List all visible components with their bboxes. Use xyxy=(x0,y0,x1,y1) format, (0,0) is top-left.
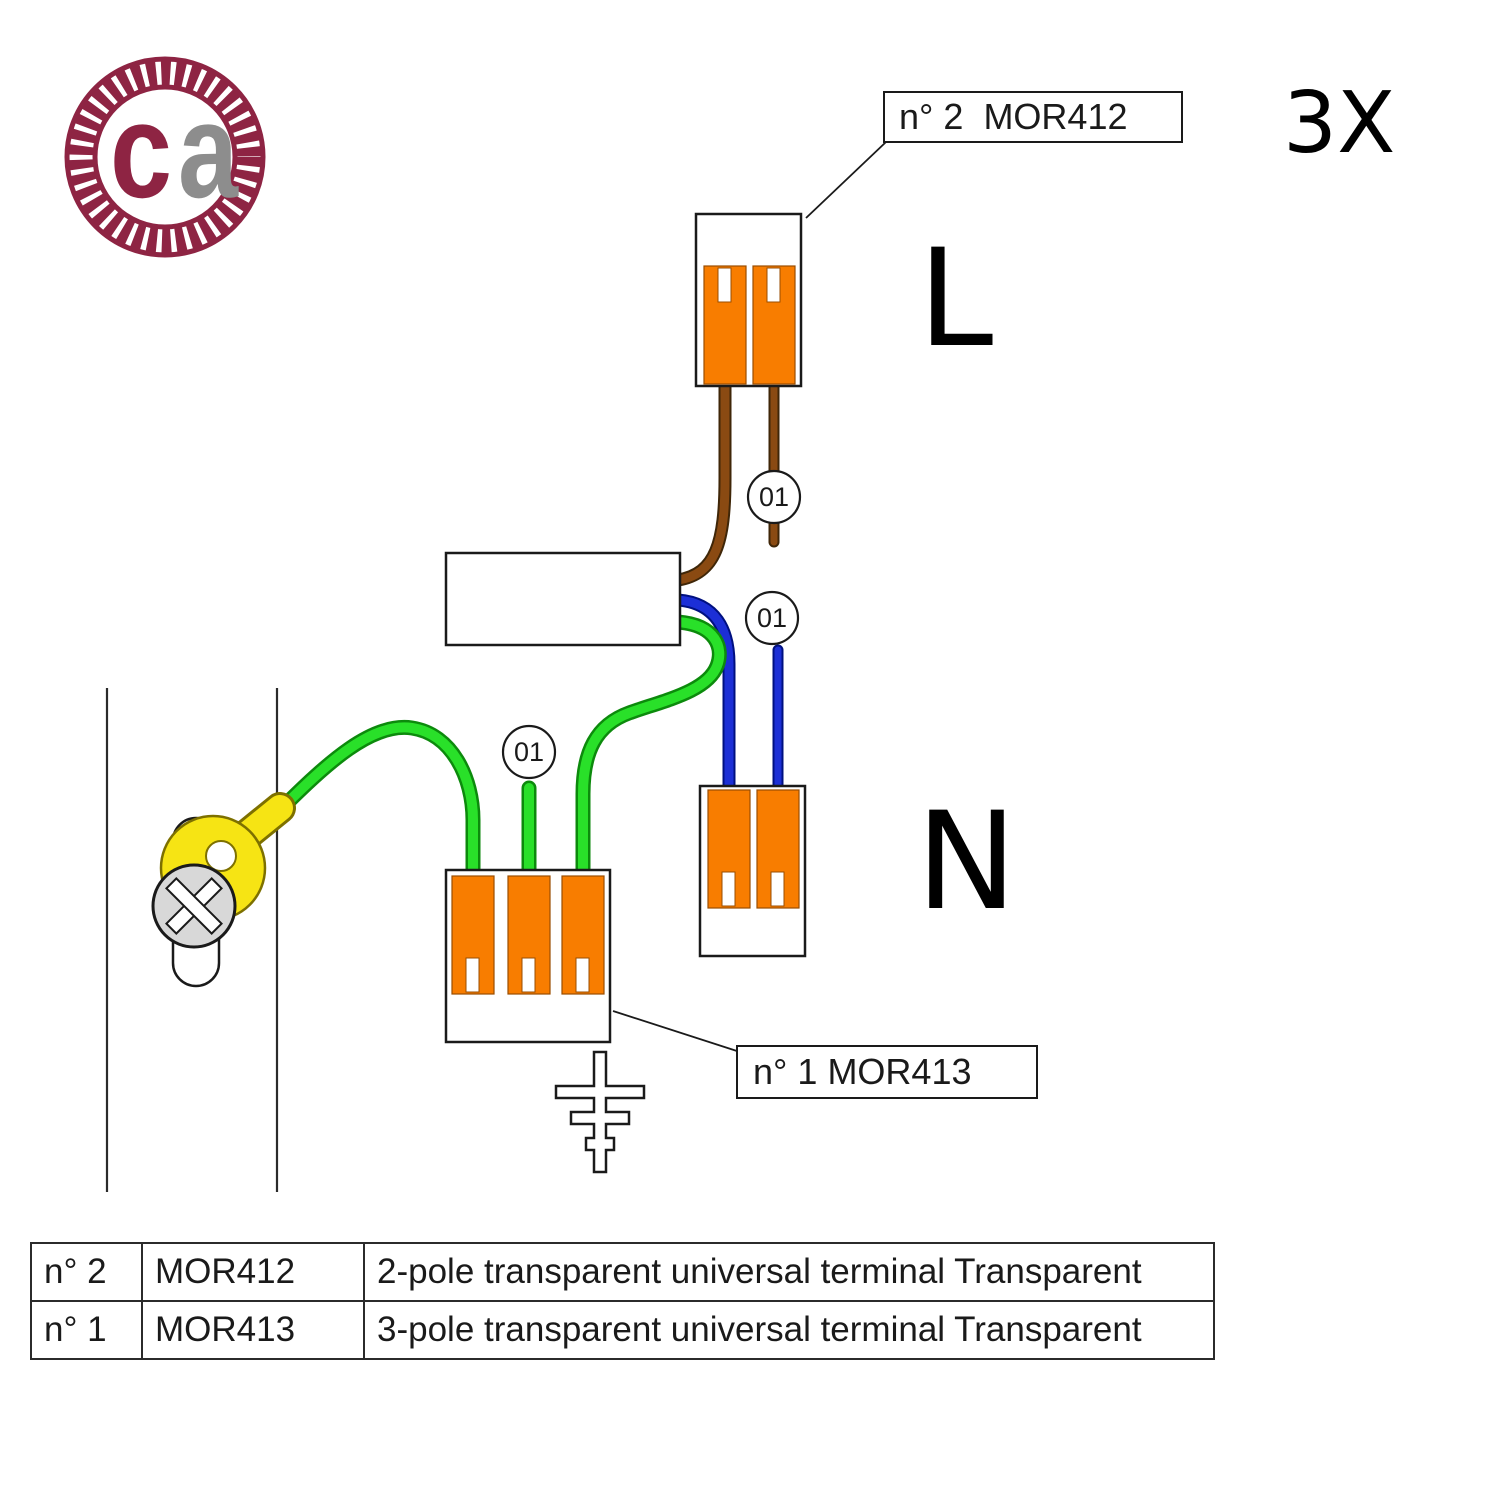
wire-tag-neutral: 01 xyxy=(744,590,800,646)
logo-rope-ring xyxy=(69,61,261,253)
wire-tag-neutral-circle xyxy=(744,590,800,646)
top-label-text: n° 2 MOR412 xyxy=(899,96,1128,137)
wire-tag-ground: 01 xyxy=(501,724,557,780)
multiplier-text: 3X xyxy=(1283,74,1395,173)
part-qty: n° 1 xyxy=(30,1300,143,1360)
junction-box xyxy=(444,551,682,647)
bottom-label-leader xyxy=(612,1010,741,1053)
wire-tag-ground-text: 01 xyxy=(514,737,544,767)
bottom-label-text: n° 1 MOR413 xyxy=(753,1051,972,1092)
earth-symbol-icon xyxy=(554,1050,646,1174)
bottom-label: n° 1 MOR413 xyxy=(736,1045,1038,1099)
part-description: 3-pole transparent universal terminal Tr… xyxy=(363,1300,1215,1360)
wire-ground-from-box xyxy=(575,614,727,884)
logo-outer-ring xyxy=(64,56,266,258)
terminal-n-slot-2 xyxy=(770,871,785,907)
wire-neutral-main-core xyxy=(673,595,734,797)
terminal-ground xyxy=(444,868,612,1044)
part-description: 2-pole transparent universal terminal Tr… xyxy=(363,1242,1215,1302)
top-label: n° 2 MOR412 xyxy=(883,91,1183,143)
parts-table-row-mor412: n° 2 MOR412 2-pole transparent universal… xyxy=(30,1242,1215,1302)
wire-tag-live: 01 xyxy=(746,469,802,525)
top-label-box xyxy=(883,91,1183,143)
wire-tag-ground-circle xyxy=(501,724,557,780)
part-code: MOR412 xyxy=(141,1242,365,1302)
live-line-letter: L xyxy=(918,220,993,377)
lug-hole xyxy=(205,840,237,872)
terminal-ground-slot-2 xyxy=(521,957,536,993)
logo-letter-c: c xyxy=(110,75,172,226)
wire-live-main-core xyxy=(673,377,730,585)
wire-ground-to-lug xyxy=(270,719,481,884)
screw-cross-bar-horizontal xyxy=(165,877,223,935)
part-code: MOR413 xyxy=(141,1300,365,1360)
logo-inner-ring xyxy=(92,84,238,230)
wire-tag-live-text: 01 xyxy=(759,482,789,512)
parts-table-row-mor413: n° 1 MOR413 3-pole transparent universal… xyxy=(30,1300,1215,1360)
terminal-l-slot-2 xyxy=(766,267,781,303)
terminal-ground-slot-3 xyxy=(575,957,590,993)
parts-table: n° 2 MOR412 2-pole transparent universal… xyxy=(30,1242,1215,1360)
terminal-n-slot-1 xyxy=(721,871,736,907)
terminal-l xyxy=(694,212,803,388)
bottom-label-box xyxy=(736,1045,1038,1099)
wire-tag-neutral-text: 01 xyxy=(757,603,787,633)
wire-live-main xyxy=(671,375,732,587)
wire-neutral-main xyxy=(671,593,736,799)
neutral-line-letter: N xyxy=(916,783,1017,940)
terminal-ground-slot-1 xyxy=(465,957,480,993)
screw-cross-icon xyxy=(165,877,223,935)
part-qty: n° 2 xyxy=(30,1242,143,1302)
wire-ground-to-lug-core xyxy=(273,722,478,881)
brand-logo: c a xyxy=(64,56,266,258)
wire-ground-from-box-core xyxy=(578,617,725,881)
wire-tag-live-circle xyxy=(746,469,802,525)
ground-lug-assembly xyxy=(151,792,296,988)
top-label-leader xyxy=(805,141,887,219)
terminal-n xyxy=(698,784,807,958)
terminal-l-slot-1 xyxy=(717,267,732,303)
logo-letter-a: a xyxy=(178,75,239,226)
